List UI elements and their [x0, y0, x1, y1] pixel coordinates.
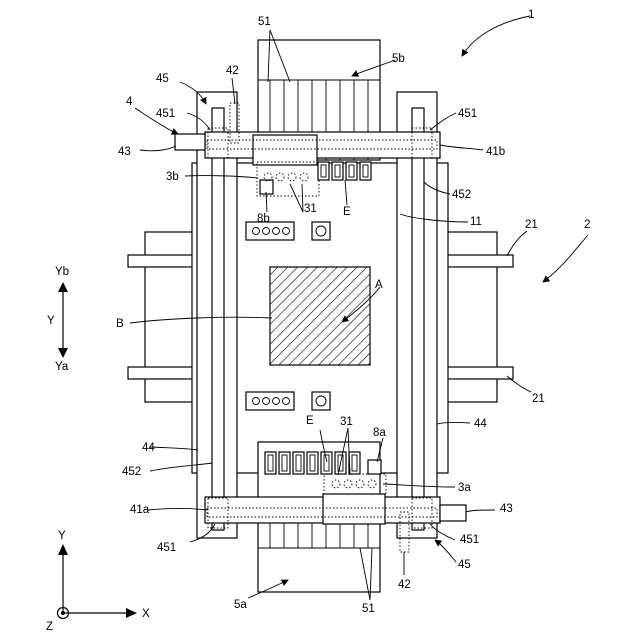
end-43-right: [440, 505, 466, 521]
label-3b: 3b: [166, 171, 179, 183]
beam-41b: [205, 132, 440, 158]
label-451-tr: 451: [458, 108, 477, 120]
label-A: A: [375, 279, 383, 291]
end-43-left: [175, 134, 205, 150]
axis-label-Yb: Yb: [55, 266, 69, 278]
button-lower: [312, 392, 330, 410]
coord-label-Y: Y: [58, 530, 66, 542]
label-45-bottom: 45: [458, 559, 471, 571]
label-31-top: 31: [304, 203, 317, 215]
label-E-bottom: E: [306, 415, 314, 427]
label-451-bl: 451: [157, 542, 176, 554]
label-8b: 8b: [257, 213, 270, 225]
label-5a: 5a: [234, 599, 247, 611]
column-452-left: [212, 108, 224, 530]
carriage-42-top: [253, 135, 317, 165]
sensor-8b: [260, 180, 273, 194]
coord-label-X: X: [142, 608, 150, 620]
label-2: 2: [584, 219, 590, 231]
label-44-left: 44: [142, 442, 155, 454]
label-451-br: 451: [460, 534, 479, 546]
label-43-left: 43: [118, 146, 131, 158]
coordinate-axes: [58, 544, 138, 619]
label-E-top: E: [343, 206, 351, 218]
label-51-bottom: 51: [362, 603, 375, 615]
connector-lower: [246, 392, 294, 410]
label-3a: 3a: [458, 482, 471, 494]
axis-label-Ya: Ya: [55, 361, 69, 373]
label-8a: 8a: [373, 427, 386, 439]
label-5b: 5b: [392, 53, 405, 65]
label-31-bottom: 31: [340, 416, 353, 428]
label-452-top: 452: [452, 189, 471, 201]
button-upper: [312, 222, 330, 240]
label-451-tl: 451: [156, 108, 175, 120]
label-42-top: 42: [226, 65, 239, 77]
coord-label-Z: Z: [46, 621, 53, 633]
label-45-top: 45: [156, 73, 169, 85]
label-44-right: 44: [474, 418, 487, 430]
label-21-top: 21: [525, 219, 538, 231]
label-11: 11: [470, 216, 482, 228]
label-43-right: 43: [500, 503, 513, 515]
substrate-A: [270, 267, 370, 365]
elements-E-bottom: [265, 452, 360, 474]
label-42-bottom: 42: [398, 579, 411, 591]
label-B: B: [116, 318, 124, 330]
axis-label-Y: Y: [47, 315, 55, 327]
y-axis-indicator: [58, 282, 68, 358]
sensor-8a: [368, 460, 381, 474]
label-51-top: 51: [258, 16, 271, 28]
connector-upper: [246, 222, 294, 240]
label-452-bottom: 452: [122, 466, 141, 478]
column-452-right: [412, 108, 424, 530]
carriage-42-bottom: [323, 494, 385, 524]
label-41a: 41a: [130, 504, 150, 516]
label-4: 4: [126, 96, 133, 108]
label-21-bottom: 21: [532, 393, 545, 405]
label-41b: 41b: [486, 146, 505, 158]
label-1: 1: [528, 9, 534, 21]
